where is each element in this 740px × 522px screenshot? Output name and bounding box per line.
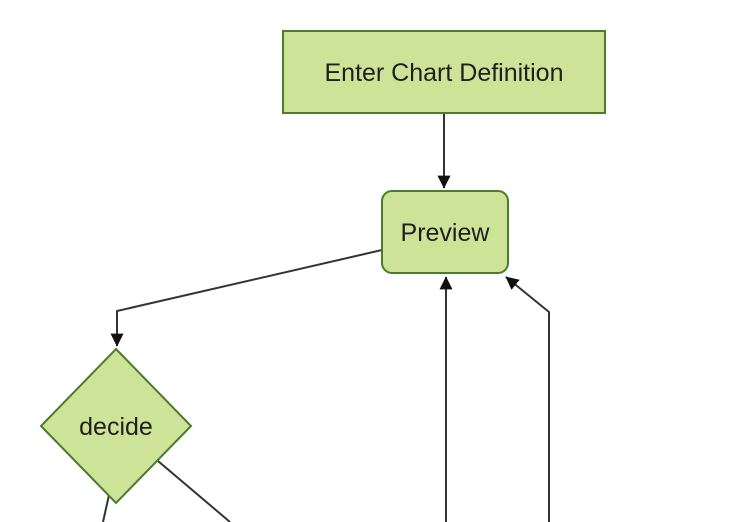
edge-decide-branch-right-offscreen (157, 460, 231, 522)
node-preview (381, 190, 509, 274)
node-decide (39, 347, 193, 505)
edge-preview-to-decide (110, 249, 383, 347)
edge-decide-branch-left-offscreen (102, 494, 110, 522)
node-enter-chart-definition (282, 30, 606, 114)
edge-layer (102, 113, 550, 522)
edge-offscreen-to-preview-corner (505, 276, 550, 522)
